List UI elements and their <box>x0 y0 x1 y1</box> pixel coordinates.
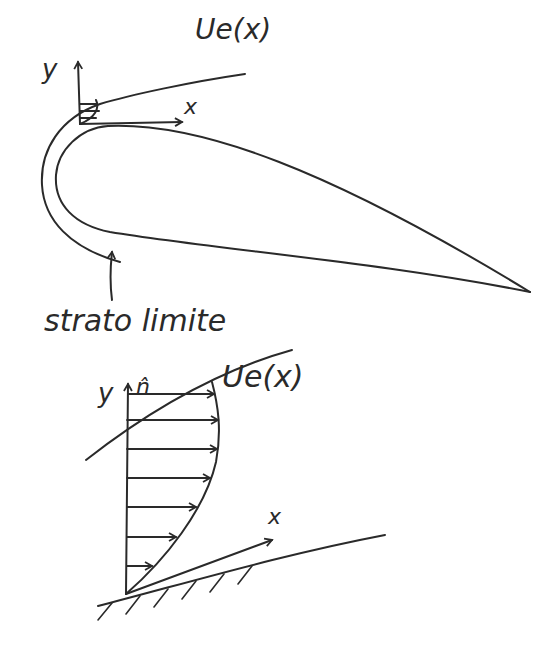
leader-arrow <box>111 252 113 300</box>
airfoil-upper <box>108 126 530 292</box>
profile-arrow <box>80 103 97 105</box>
wall-hatch <box>98 566 252 620</box>
axis-label: x <box>184 96 197 118</box>
wall <box>98 535 385 606</box>
velocity-profile <box>126 382 219 594</box>
profile-arrows <box>127 394 218 566</box>
x-axis <box>80 122 182 124</box>
region-label: strato limite <box>44 306 226 336</box>
tangent-axis <box>126 540 272 594</box>
velocity-label: Ue(x) <box>222 362 304 392</box>
axis-label: x <box>268 506 281 528</box>
normal-label: n̂ <box>136 376 150 398</box>
normal-axis <box>126 384 128 594</box>
velocity-label: Ue(x) <box>195 16 271 44</box>
axis-label: y <box>42 56 57 82</box>
profile-arrow <box>80 117 96 119</box>
airfoil-nose-lower <box>56 126 530 292</box>
profile-arrow <box>80 110 99 112</box>
y-axis <box>78 62 80 124</box>
axis-label: y <box>98 380 113 406</box>
boundary-layer-edge <box>42 74 245 262</box>
